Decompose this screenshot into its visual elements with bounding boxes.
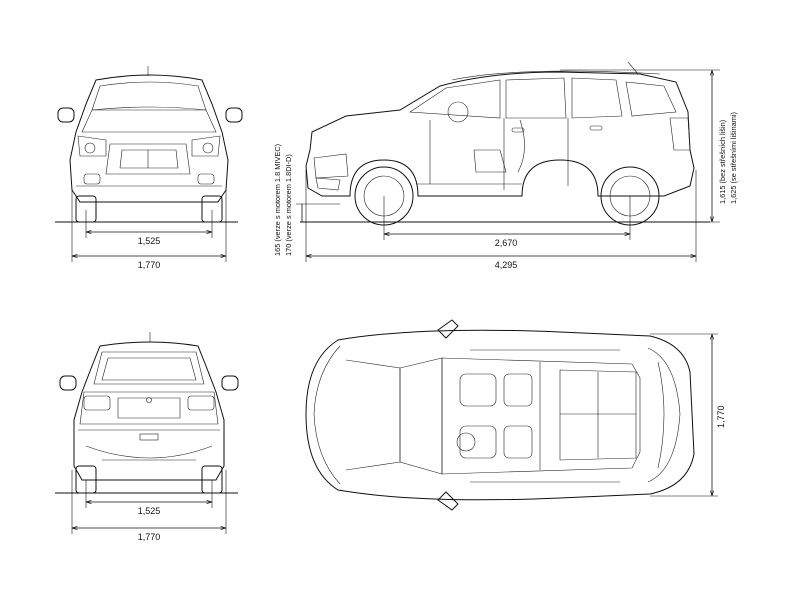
side-view: 2,670 4,295 1,615 (bez střešních lišin) … [273,61,738,270]
ground-clearance-label-2: 170 (verze s motorem 1.8DI-D) [284,154,293,256]
rear-view: 1,525 1,770 [55,332,239,542]
height-label-1: 1,615 (bez střešních lišin) [718,120,727,204]
top-view: 1,770 [305,319,726,511]
height-label-2: 1,625 (se střešními lišinami) [729,112,738,204]
rear-width-label: 1,770 [138,532,161,542]
front-width-label: 1,770 [138,260,161,270]
wheelbase-label: 2,670 [495,238,518,248]
length-label: 4,295 [495,260,518,270]
ground-clearance-label-1: 165 (verze s motorem 1.8 MIVEC) [273,144,282,256]
top-width-label: 1,770 [716,405,726,428]
front-track-label: 1,525 [138,236,161,246]
rear-track-label: 1,525 [138,506,161,516]
front-view: 1,525 1,770 [55,66,243,270]
